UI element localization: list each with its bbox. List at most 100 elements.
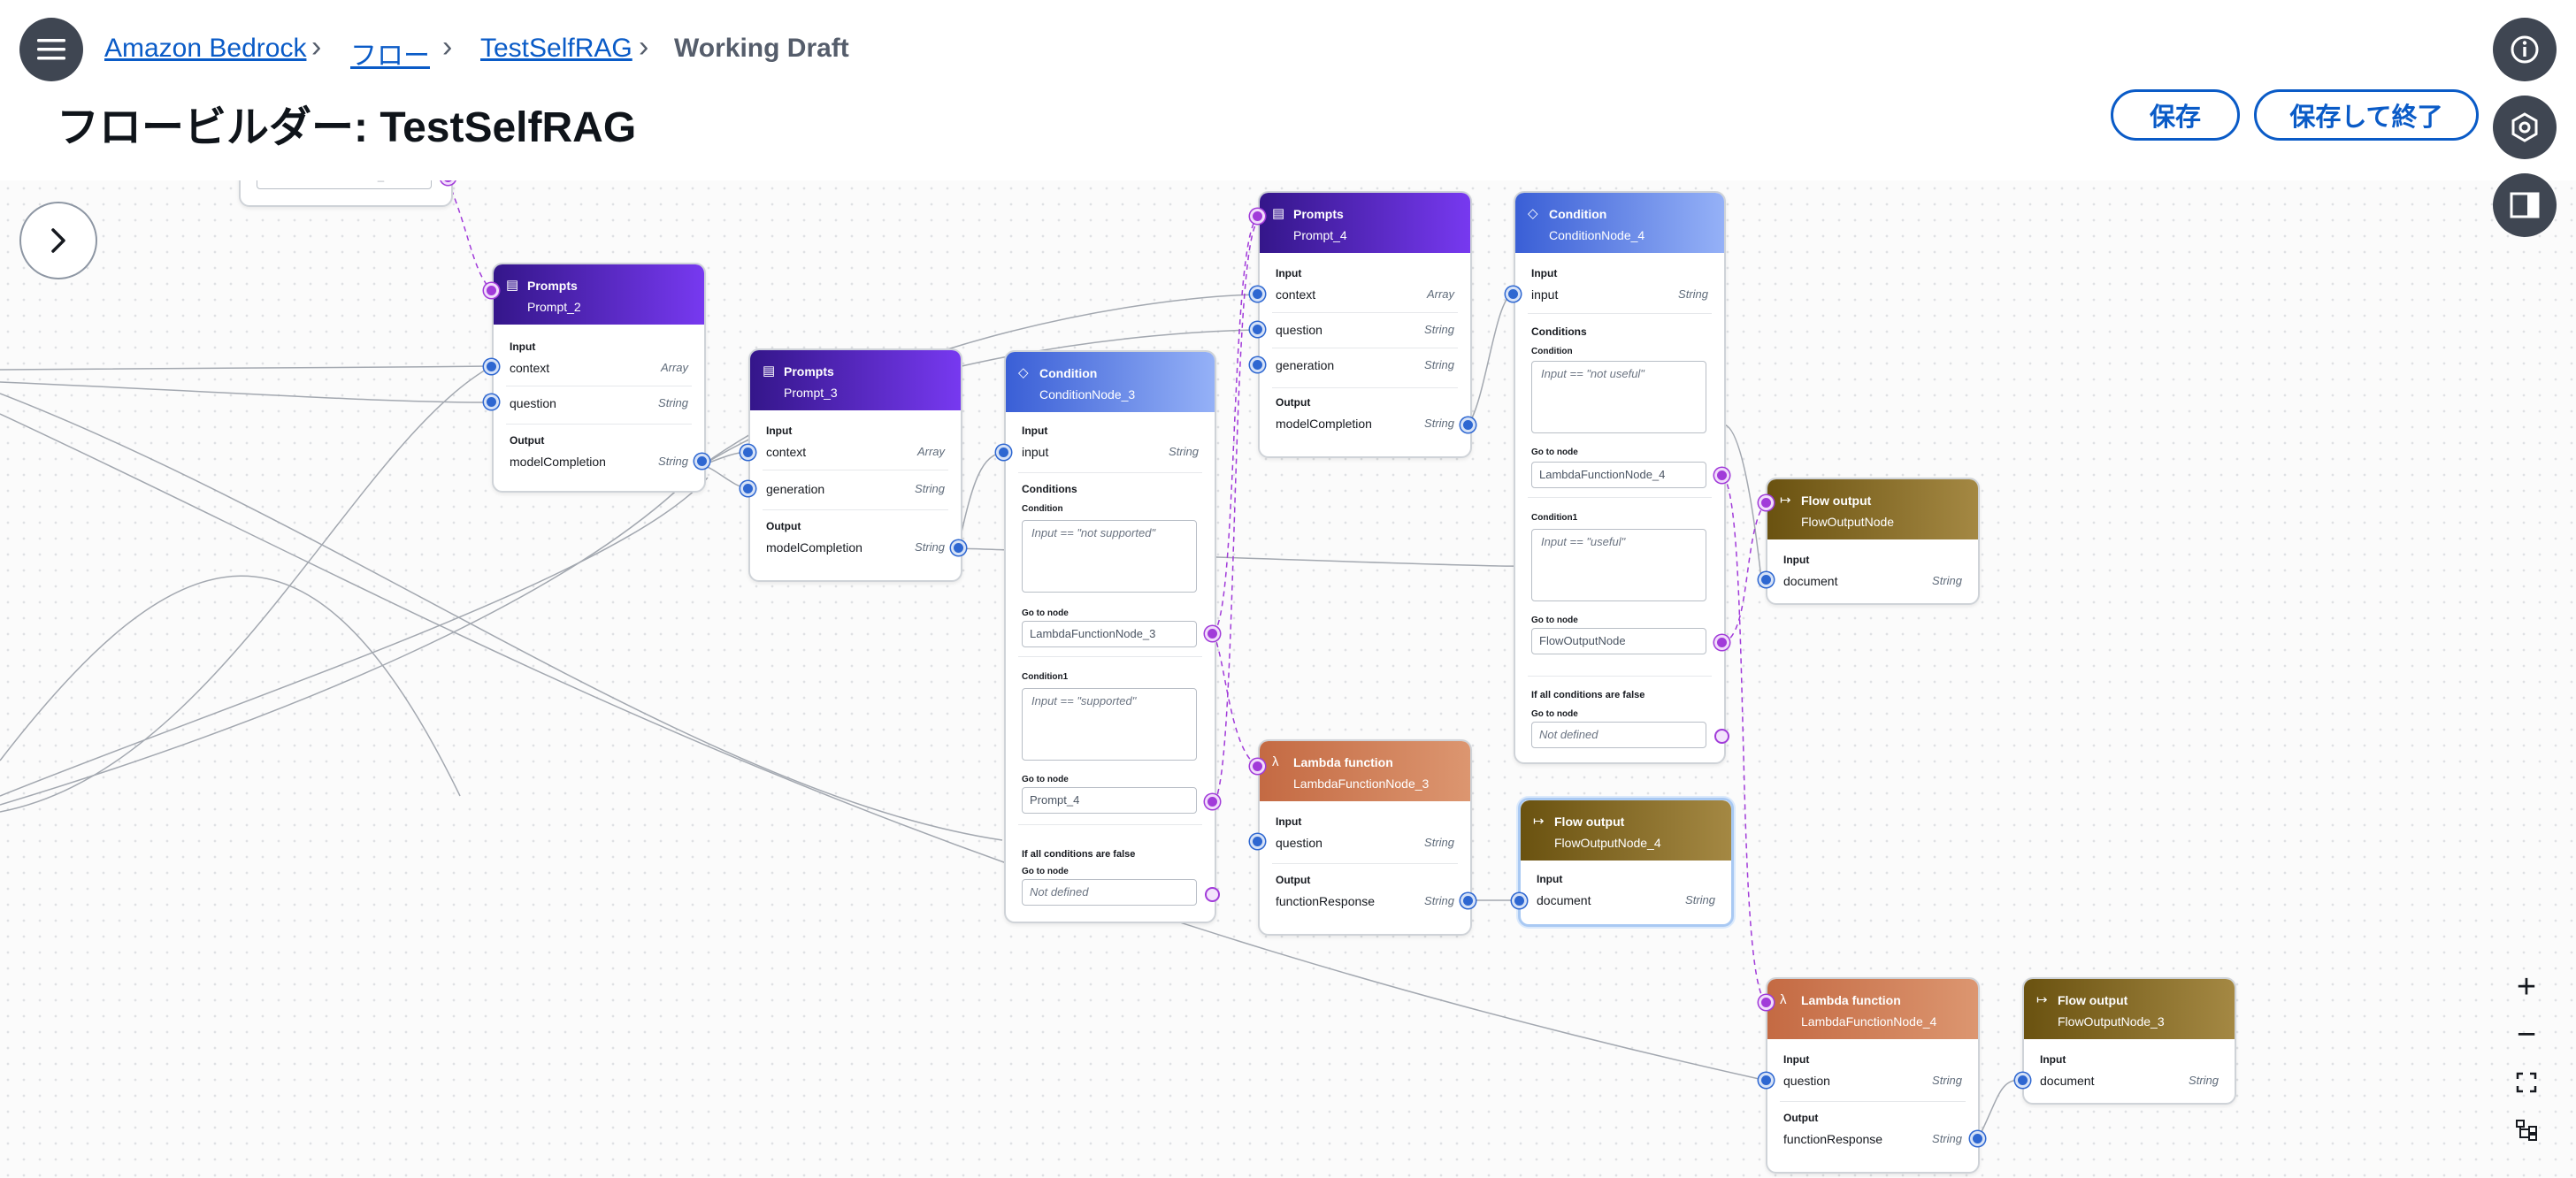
node-type-label: Prompts xyxy=(1293,207,1344,221)
condition-expression-input[interactable]: Input == "not useful" xyxy=(1531,361,1706,433)
fit-view-icon xyxy=(2516,1072,2537,1093)
save-button[interactable]: 保存 xyxy=(2111,89,2240,141)
output-section-label: Output xyxy=(1276,396,1311,409)
auto-layout-icon xyxy=(2516,1120,2537,1141)
node-name: ConditionNode_3 xyxy=(1039,387,1136,402)
node-header: λ Lambda function LambdaFunctionNode_4 xyxy=(1767,979,1978,1039)
condition1-expression-input[interactable]: Input == "useful" xyxy=(1531,529,1706,601)
default-output-handle[interactable] xyxy=(1714,729,1729,744)
input-handle[interactable] xyxy=(1759,1073,1774,1088)
input-section-label: Input xyxy=(1531,267,1558,279)
condition1-expression-input[interactable]: Input == "supported" xyxy=(1022,688,1197,761)
input-handle[interactable] xyxy=(996,445,1011,460)
node-flow-output-4[interactable]: ↦ Flow output FlowOutputNode_4 Input doc… xyxy=(1518,798,1734,927)
condition-output-handle[interactable] xyxy=(1205,794,1220,809)
input-handle[interactable] xyxy=(1250,287,1265,302)
input-handle[interactable] xyxy=(740,445,755,460)
breadcrumb-amazon-bedrock[interactable]: Amazon Bedrock xyxy=(104,34,307,63)
conditions-label: Conditions xyxy=(1531,325,1587,338)
node-lambda-3[interactable]: λ Lambda function LambdaFunctionNode_3 I… xyxy=(1258,739,1472,936)
condition-output-handle[interactable] xyxy=(1205,626,1220,641)
go-to-node-select[interactable]: FlowOutputNode xyxy=(1531,628,1706,654)
input-handle[interactable] xyxy=(484,394,499,409)
side-panel-icon xyxy=(2510,192,2540,218)
expand-panel-button[interactable] xyxy=(19,202,97,279)
node-type-label: Condition xyxy=(1549,207,1607,221)
node-name: Prompt_2 xyxy=(527,300,581,314)
condition-input-handle[interactable] xyxy=(484,283,499,298)
plus-icon: + xyxy=(2516,968,2537,1006)
hamburger-icon xyxy=(37,39,65,60)
info-button[interactable] xyxy=(2493,18,2557,81)
condition-input-handle[interactable] xyxy=(1250,759,1265,774)
breadcrumb-flows[interactable]: フロー xyxy=(350,42,430,71)
prompt-icon: ▤ xyxy=(506,278,519,293)
input-section-label: Input xyxy=(1783,1053,1810,1066)
breadcrumb-flow-name[interactable]: TestSelfRAG xyxy=(480,34,632,63)
output-handle[interactable] xyxy=(1460,417,1476,432)
go-to-node-select[interactable]: LambdaFunctionNode_4 xyxy=(1531,462,1706,488)
node-flow-output-3[interactable]: ↦ Flow output FlowOutputNode_3 Input doc… xyxy=(2022,977,2236,1105)
go-to-node-label: Go to node xyxy=(1531,709,1578,719)
conditions-label: Conditions xyxy=(1022,483,1077,495)
save-and-exit-button[interactable]: 保存して終了 xyxy=(2254,89,2479,141)
zoom-out-button[interactable]: − xyxy=(2500,1012,2553,1058)
side-panel-button[interactable] xyxy=(2493,173,2557,237)
go-to-node-select[interactable]: Prompt_4 xyxy=(1022,787,1197,814)
condition-input-handle[interactable] xyxy=(1250,209,1265,224)
input-handle[interactable] xyxy=(1759,572,1774,587)
input-handle[interactable] xyxy=(740,481,755,496)
go-to-node-label: Go to node xyxy=(1022,867,1069,876)
output-handle[interactable] xyxy=(951,540,966,555)
input-handle[interactable] xyxy=(1250,357,1265,372)
node-name: Prompt_4 xyxy=(1293,228,1347,242)
node-header: λ Lambda function LambdaFunctionNode_3 xyxy=(1260,741,1470,801)
input-handle[interactable] xyxy=(484,359,499,374)
input-handle[interactable] xyxy=(2015,1073,2030,1088)
node-type-label: Prompts xyxy=(527,279,578,293)
navigation-menu-button[interactable] xyxy=(19,18,83,81)
input-section-label: Input xyxy=(1276,267,1302,279)
output-handle[interactable] xyxy=(1460,893,1476,908)
settings-button[interactable] xyxy=(2493,96,2557,159)
input-handle[interactable] xyxy=(1512,893,1527,908)
if-all-false-label: If all conditions are false xyxy=(1022,849,1136,860)
condition-input-handle[interactable] xyxy=(1759,995,1774,1010)
node-type-label: Flow output xyxy=(1554,815,1625,829)
input-handle[interactable] xyxy=(1250,322,1265,337)
breadcrumb-separator-icon: › xyxy=(639,30,649,64)
auto-layout-button[interactable] xyxy=(2500,1107,2553,1153)
default-output-handle[interactable] xyxy=(1205,887,1220,902)
condition-output-handle[interactable] xyxy=(1714,468,1729,483)
node-name: FlowOutputNode_3 xyxy=(2058,1014,2165,1029)
condition-input-handle[interactable] xyxy=(1759,495,1774,510)
output-handle[interactable] xyxy=(694,454,709,469)
fit-view-button[interactable] xyxy=(2500,1059,2553,1105)
input-handle[interactable] xyxy=(1506,287,1521,302)
node-type-label: Flow output xyxy=(1801,493,1872,508)
node-lambda-4[interactable]: λ Lambda function LambdaFunctionNode_4 I… xyxy=(1766,977,1980,1174)
condition-icon: ◇ xyxy=(1018,365,1029,380)
go-to-node-select[interactable]: LambdaFunctionNode_3 xyxy=(1022,621,1197,647)
node-header: ◇ Condition ConditionNode_3 xyxy=(1006,352,1215,412)
output-arrow-icon: ↦ xyxy=(1533,814,1545,829)
zoom-in-button[interactable]: + xyxy=(2500,964,2553,1010)
output-handle[interactable] xyxy=(1970,1131,1985,1146)
condition-output-handle[interactable] xyxy=(1714,635,1729,650)
node-flow-output[interactable]: ↦ Flow output FlowOutputNode Input docum… xyxy=(1766,478,1980,605)
default-go-to-node-select[interactable]: Not defined xyxy=(1022,879,1197,906)
default-go-to-node-select[interactable]: Not defined xyxy=(1531,722,1706,748)
breadcrumb-separator-icon: › xyxy=(442,30,453,64)
input-handle[interactable] xyxy=(1250,834,1265,849)
node-header: ▤ Prompts Prompt_4 xyxy=(1260,193,1470,253)
condition-expression-input[interactable]: Input == "not supported" xyxy=(1022,520,1197,593)
